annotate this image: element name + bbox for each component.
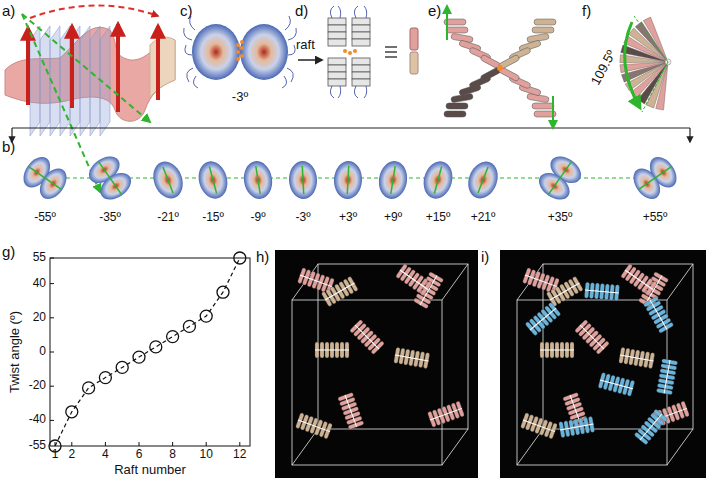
angle-label: +15º [426,211,451,225]
angle-label: -15º [202,211,224,225]
panel-letter: c) [180,2,193,19]
angle-label: +55º [643,211,668,225]
panel-letter: e) [428,2,441,19]
axis-tick: 10 [200,448,213,462]
arrow-label: raft [296,38,315,53]
raft-illustration [298,6,418,98]
angle-label: +3º [339,211,357,225]
axis-tick: -40 [29,413,46,427]
axis-tick: 12 [233,448,246,462]
angle-label: -21º [157,211,179,225]
angle-label: -9º [250,211,265,225]
axis-tick: 8 [169,448,176,462]
panel-letter: f) [582,2,591,19]
axis-tick: -55 [29,439,46,453]
axis-arrows [447,6,553,128]
axis-tick: 2 [68,448,75,462]
fan-illustration [620,16,672,112]
twisted-stack [444,19,556,117]
axis-tick: 0 [39,345,46,359]
axis-tick: 6 [136,448,143,462]
angle-label: -3º [232,90,248,105]
angle-label: -35º [99,211,121,225]
axis-title: Raft number [114,463,186,478]
bracket-arrows [12,128,690,142]
axis-tick: 20 [33,311,46,325]
axis-tick: 1 [52,448,59,462]
dimer-illustration [184,16,297,88]
axis-tick: 40 [33,277,46,291]
axis-title: Twist angle (º) [8,311,23,393]
angle-label: +9º [384,211,402,225]
angle-label: -55º [34,211,56,225]
panel-letter: h) [256,248,269,265]
simulation-boxes [275,250,706,478]
panel-letter: a) [2,2,15,19]
panel-letter: i) [481,248,489,265]
panel-letter: b) [2,138,15,155]
axis-tick: 4 [102,448,109,462]
angle-label: +21º [471,211,496,225]
cross-sections [18,151,682,205]
twist-chart [49,252,250,452]
panel-letter: g) [2,243,15,260]
angle-label: +35º [548,211,573,225]
axis-tick: 55 [33,251,46,265]
angle-label: 109.5º [589,48,620,88]
panel-letter: d) [295,2,308,19]
axis-tick: -20 [29,379,46,393]
angle-label: -3º [295,211,310,225]
